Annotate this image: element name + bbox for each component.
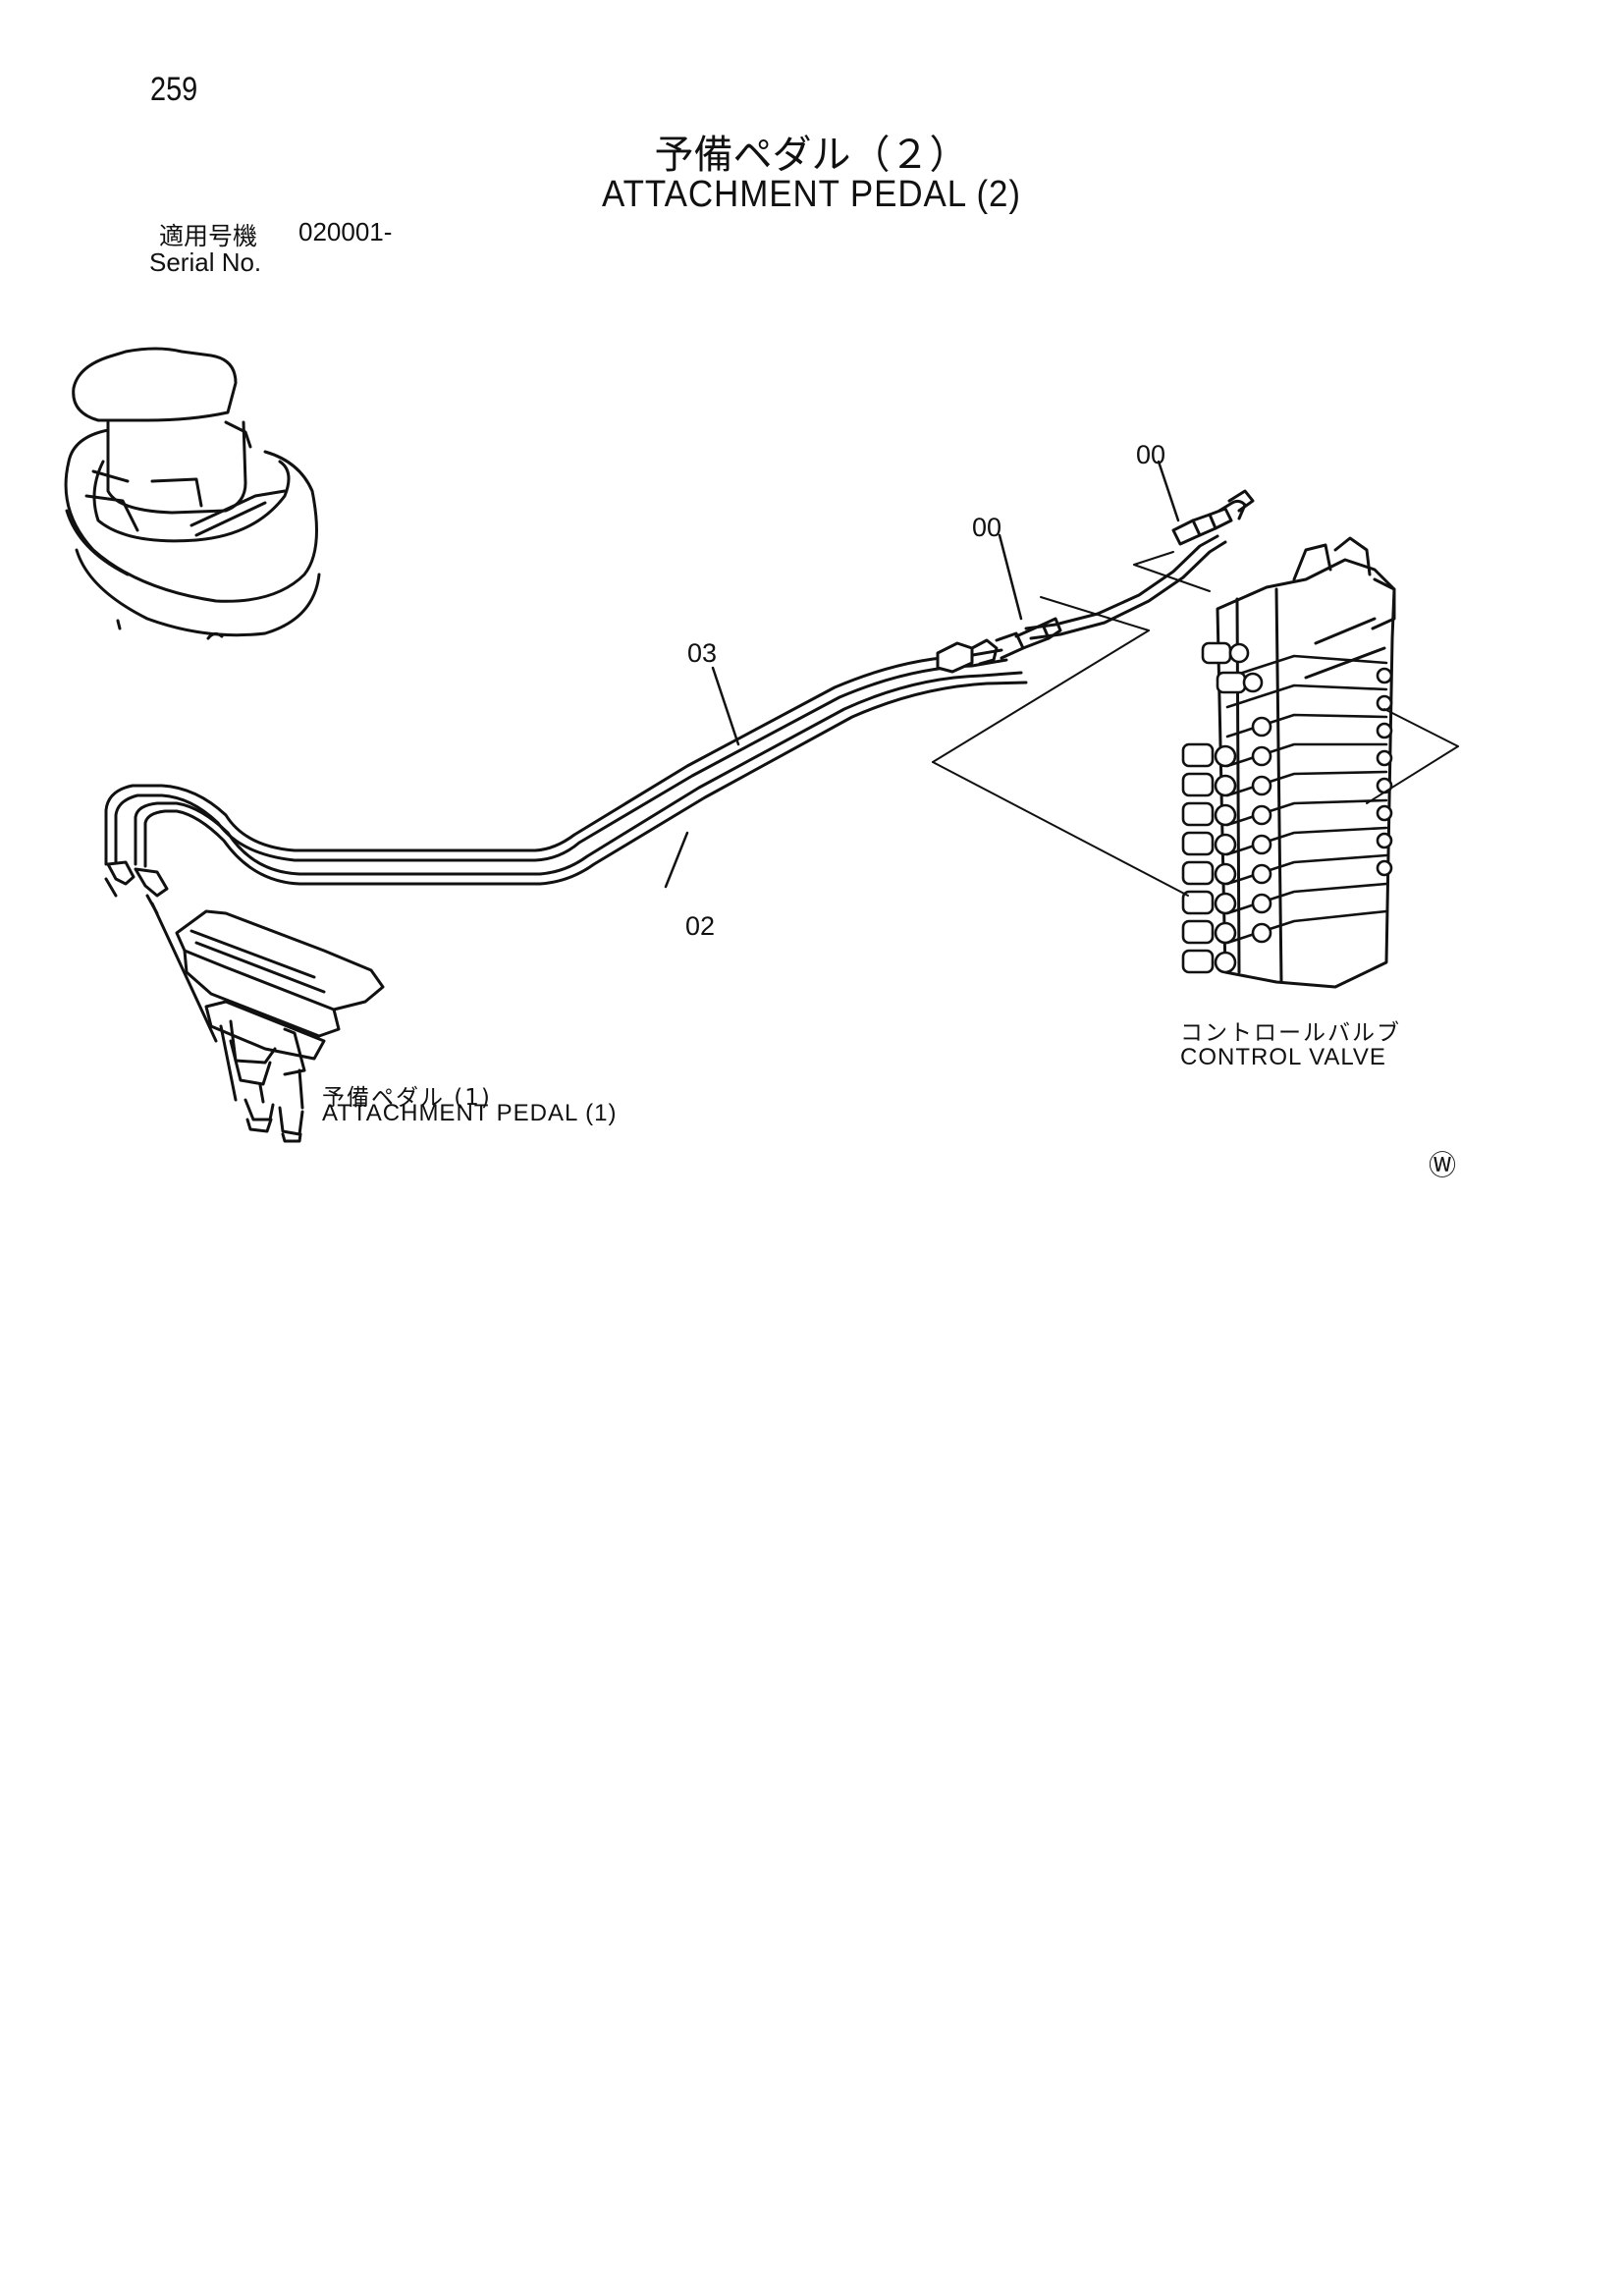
control-valve-label-japanese: コントロールバルブ (1180, 1020, 1401, 1046)
attachment-pedal-1-label-japanese: 予備ペダル (1) (322, 1085, 492, 1111)
control-valve-illustration (1181, 536, 1396, 989)
cab-floor-illustration (64, 347, 321, 640)
connection-guide-lines (932, 551, 1459, 897)
serial-label-english: Serial No. (149, 247, 262, 277)
callout-part-00-lower: 00 (972, 513, 1002, 542)
callout-leaders (664, 460, 1180, 889)
pilot-tubes (104, 489, 1255, 886)
callout-part-00-upper: 00 (1136, 440, 1166, 469)
serial-label-japanese: 適用号機 (159, 222, 258, 250)
callout-part-02: 02 (685, 911, 716, 941)
attachment-pedal-1-label-english: ATTACHMENT PEDAL (1) (322, 1100, 618, 1126)
page-title-english: ATTACHMENT PEDAL (2) (602, 174, 1021, 215)
corner-circled-w-mark: Ⓦ (1429, 1149, 1457, 1181)
control-valve-label-english: CONTROL VALVE (1180, 1044, 1386, 1070)
page-number: 259 (150, 71, 198, 108)
page-title-japanese: 予備ペダル（２） (654, 133, 969, 178)
callout-part-03: 03 (687, 638, 718, 668)
parts-diagram (64, 347, 1459, 1143)
attachment-pedal-1-illustration (104, 860, 385, 1143)
serial-number-value: 020001- (298, 217, 393, 246)
